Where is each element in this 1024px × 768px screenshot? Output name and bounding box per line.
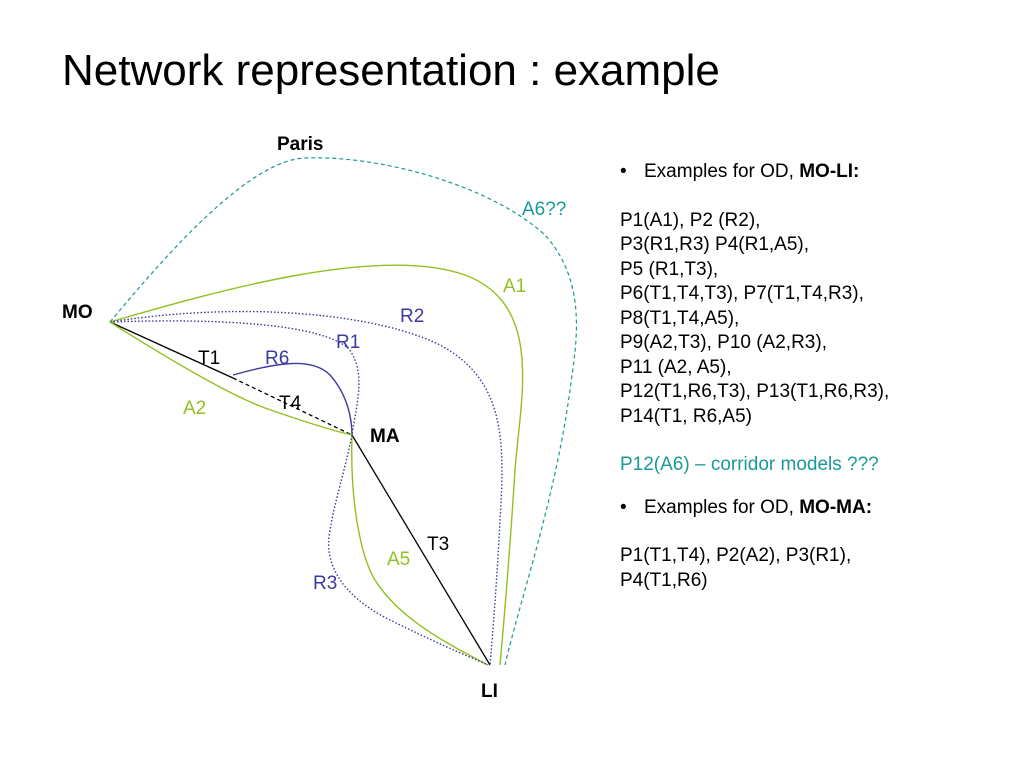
od-intro: Examples for OD, (644, 161, 794, 182)
path-line: P5 (R1,T3), (620, 258, 719, 280)
label-t1: T1 (198, 348, 220, 369)
od-name: MO-LI: (799, 161, 860, 182)
node-mo: MO (62, 302, 93, 323)
path-line: P14(T1, R6,A5) (620, 405, 752, 427)
label-t4: T4 (279, 393, 302, 414)
path-line: P12(T1,R6,T3), P13(T1,R6,R3), (620, 381, 890, 402)
bullet-icon: • (620, 496, 627, 518)
label-a5: A5 (387, 549, 410, 570)
node-paris: Paris (277, 134, 323, 155)
node-ma: MA (370, 426, 400, 447)
label-a2: A2 (183, 398, 206, 419)
od-mo-ma-heading: • Examples for OD, MO-MA: (620, 496, 1020, 521)
path-line: P3(R1,R3) P4(R1,A5), (620, 234, 810, 255)
link-t4 (232, 377, 353, 436)
paths-panel: • Examples for OD, MO-LI: P1(A1), P2 (R2… (620, 160, 1020, 593)
link-r2 (109, 310, 503, 666)
label-r6: R6 (265, 348, 289, 369)
label-r1: R1 (336, 332, 360, 353)
link-r1 (109, 320, 360, 436)
od-name: MO-MA: (799, 496, 873, 518)
path-line: P8(T1,T4,A5), (620, 307, 740, 329)
od-mo-li-heading: • Examples for OD, MO-LI: (620, 160, 1020, 185)
link-t1 (109, 321, 234, 379)
corridor-note: P12(A6) – corridor models ??? (620, 454, 879, 475)
slide-title: Network representation : example (62, 46, 720, 95)
link-t3 (351, 434, 491, 666)
path-line: P6(T1,T4,T3), P7(T1,T4,R3), (620, 283, 864, 304)
label-a1: A1 (503, 276, 526, 297)
link-a5 (351, 434, 489, 666)
label-a6: A6?? (522, 199, 566, 220)
path-line: P1(A1), P2 (R2), (620, 209, 761, 231)
link-r6 (232, 362, 353, 436)
bullet-icon: • (620, 161, 627, 182)
od-mo-li-paths: P1(A1), P2 (R2), P3(R1,R3) P4(R1,A5), P5… (620, 209, 1020, 430)
label-r3: R3 (313, 573, 337, 594)
node-li: LI (481, 681, 498, 702)
path-line: P1(T1,T4), P2(A2), P3(R1), (620, 545, 852, 566)
path-line: P4(T1,R6) (620, 569, 708, 591)
link-a2 (109, 321, 353, 436)
path-line: P11 (A2, A5), (620, 356, 732, 378)
od-intro: Examples for OD, (644, 496, 794, 518)
label-t3: T3 (427, 534, 449, 555)
od-mo-ma-paths: P1(T1,T4), P2(A2), P3(R1), P4(T1,R6) (620, 544, 1020, 593)
path-line: P9(A2,T3), P10 (A2,R3), (620, 332, 827, 353)
link-a1 (109, 264, 524, 666)
label-r2: R2 (400, 306, 424, 327)
link-r3 (328, 434, 489, 666)
